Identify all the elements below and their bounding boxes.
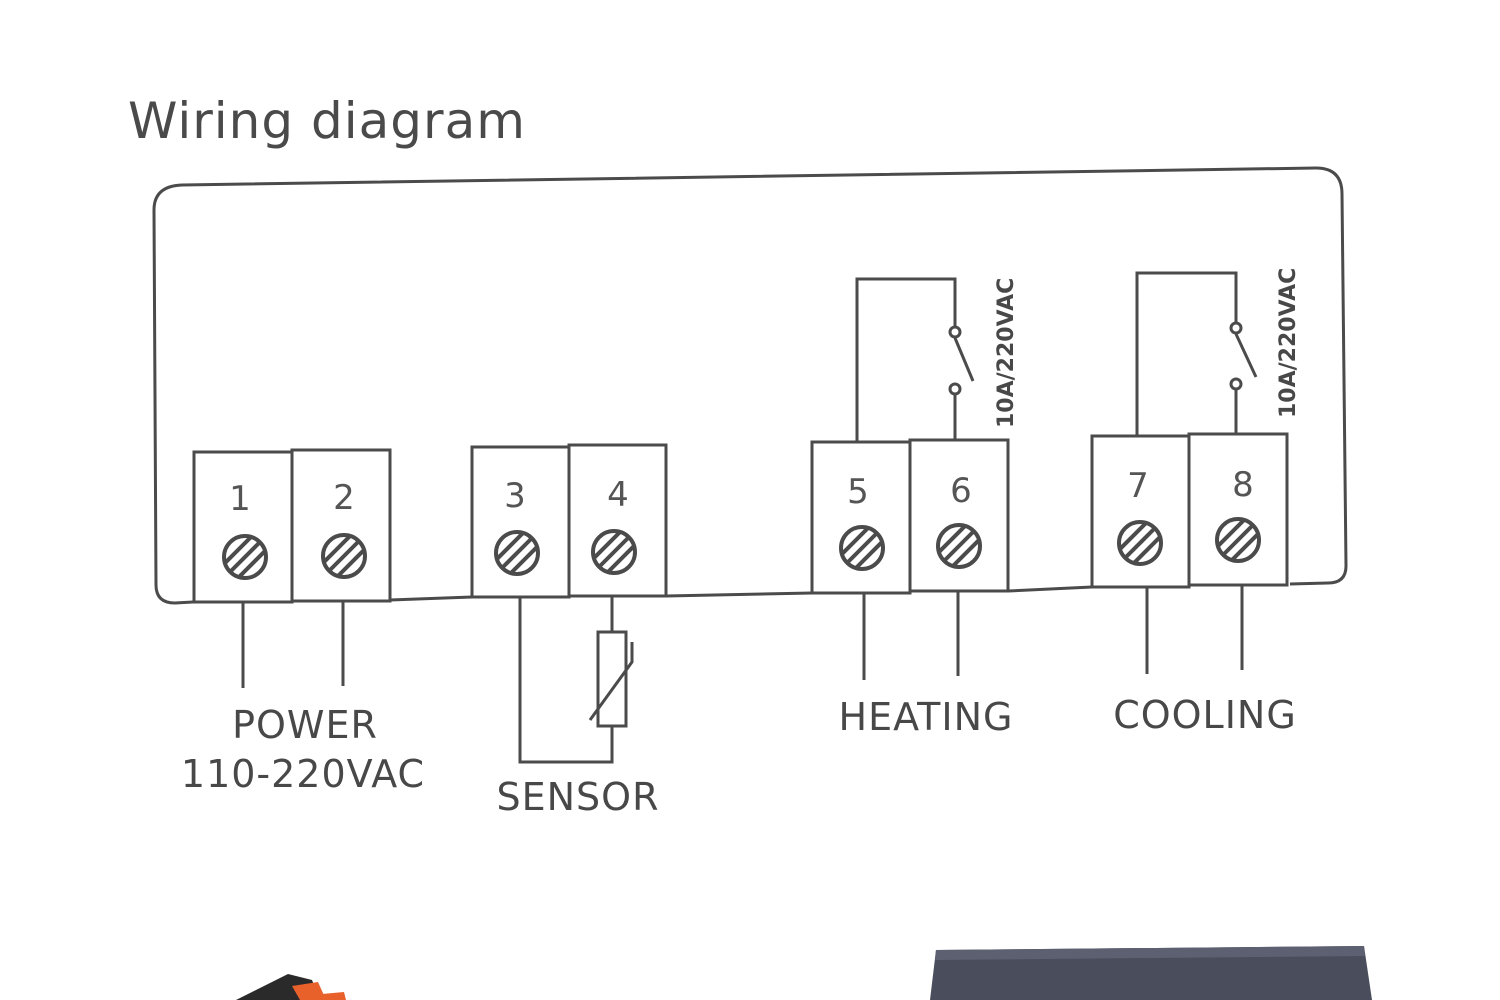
terminal-number-5: 5: [847, 472, 869, 512]
screw-4: [592, 530, 636, 574]
terminal-number-2: 2: [333, 478, 355, 518]
terminal-number-7: 7: [1127, 466, 1149, 506]
power-label: POWER: [232, 703, 378, 747]
terminal-6-box: [908, 438, 1010, 593]
sensor-label: SENSOR: [497, 775, 660, 819]
power-voltage-label: 110-220VAC: [181, 752, 425, 796]
heating-label: HEATING: [839, 695, 1014, 739]
thermistor-icon: [596, 630, 628, 728]
terminal-number-1: 1: [229, 479, 251, 519]
terminal-block-power: [192, 448, 392, 604]
terminal-number-4: 4: [607, 475, 629, 515]
sensor-circuit: [518, 597, 634, 764]
controller-housing: [152, 166, 1348, 605]
screw-1: [223, 535, 267, 579]
heating-relay: [855, 277, 975, 442]
screw-6: [937, 524, 981, 568]
heating-relay-rating: 10A/220VAC: [994, 278, 1019, 428]
terminal-block-cooling: [1090, 432, 1289, 589]
housing-bottom-2: [665, 591, 813, 598]
screw-7: [1118, 521, 1162, 565]
screw-5: [840, 526, 884, 570]
terminal-8-box: [1187, 432, 1289, 587]
device-photo-right-fragment: [930, 946, 1372, 1000]
screw-3: [495, 531, 539, 575]
screw-8: [1216, 518, 1260, 562]
screw-2: [322, 534, 366, 578]
terminal-number-3: 3: [504, 476, 526, 516]
terminal-block-heating: [810, 438, 1010, 595]
terminal-number-6: 6: [950, 471, 972, 511]
housing-bottom-3: [1007, 585, 1093, 593]
terminal-2-box: [290, 448, 392, 603]
diagram-title: Wiring diagram: [128, 92, 526, 150]
cooling-relay-rating: 10A/220VAC: [1276, 268, 1301, 418]
housing-bottom-1: [389, 595, 473, 602]
terminal-4-box: [567, 443, 668, 598]
cooling-label: COOLING: [1113, 693, 1297, 737]
cooling-relay: [1135, 271, 1258, 436]
device-photo-left-fragment: [236, 974, 346, 1000]
terminal-number-8: 8: [1232, 465, 1254, 505]
terminal-block-sensor: [470, 443, 668, 599]
